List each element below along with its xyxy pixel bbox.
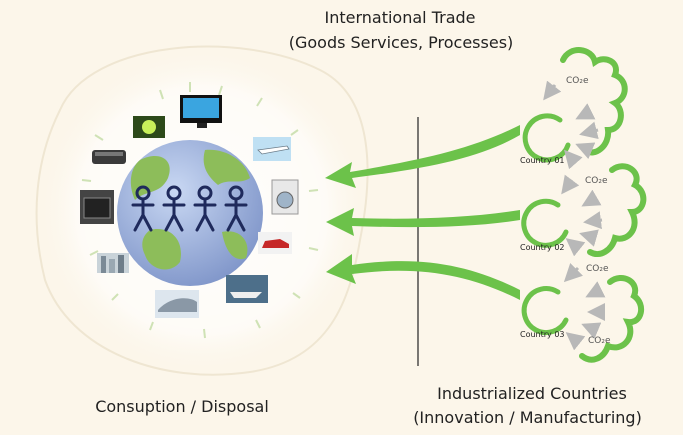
co2-label-1: CO₂e <box>566 76 589 86</box>
trade-arrow-2 <box>326 208 520 236</box>
globe <box>117 140 263 286</box>
co2-label-4: CO₂e <box>588 336 611 346</box>
person-icon <box>131 185 155 232</box>
country-ring-2 <box>521 198 569 248</box>
monitor-icon <box>180 95 222 128</box>
caption-consumption-disposal: Consuption / Disposal <box>95 397 269 416</box>
trade-arrows <box>325 125 520 300</box>
city-icon <box>97 253 129 273</box>
motorboat-icon <box>226 275 268 303</box>
emission-cloud-3 <box>579 275 645 363</box>
country-ring-3 <box>521 286 569 335</box>
plant-lamp-icon <box>133 116 165 138</box>
train-icon <box>155 290 199 318</box>
person-icon <box>162 185 186 232</box>
people-group <box>131 185 248 232</box>
trade-arrow-1 <box>325 125 520 188</box>
projector-icon <box>92 150 126 164</box>
co2-label-3: CO₂e <box>586 264 609 274</box>
country-label-3: Country 03 <box>520 330 565 339</box>
caption-innovation-manufacturing: (Innovation / Manufacturing) <box>413 408 642 427</box>
title-goods-services: (Goods Services, Processes) <box>288 33 514 52</box>
emission-cloud-2 <box>587 163 647 258</box>
country-label-2: Country 02 <box>520 243 565 252</box>
trade-arrow-3 <box>326 254 520 300</box>
caption-industrialized-countries: Industrialized Countries <box>437 384 627 403</box>
emission-cloud-1 <box>560 47 628 156</box>
co2-arrows <box>543 80 606 351</box>
country-rings <box>521 113 571 335</box>
co2-label-2: CO₂e <box>585 176 608 186</box>
emission-clouds <box>560 47 647 363</box>
car-icon <box>258 232 292 254</box>
person-icon <box>193 185 217 232</box>
country-label-1: Country 01 <box>520 156 565 165</box>
washing-machine-icon <box>271 179 299 215</box>
title-international-trade: International Trade <box>324 8 476 27</box>
radiating-ticks <box>81 82 319 339</box>
oven-icon <box>80 190 114 224</box>
country-ring-1 <box>522 113 571 163</box>
person-icon <box>224 185 248 232</box>
airplane-icon <box>253 137 291 161</box>
